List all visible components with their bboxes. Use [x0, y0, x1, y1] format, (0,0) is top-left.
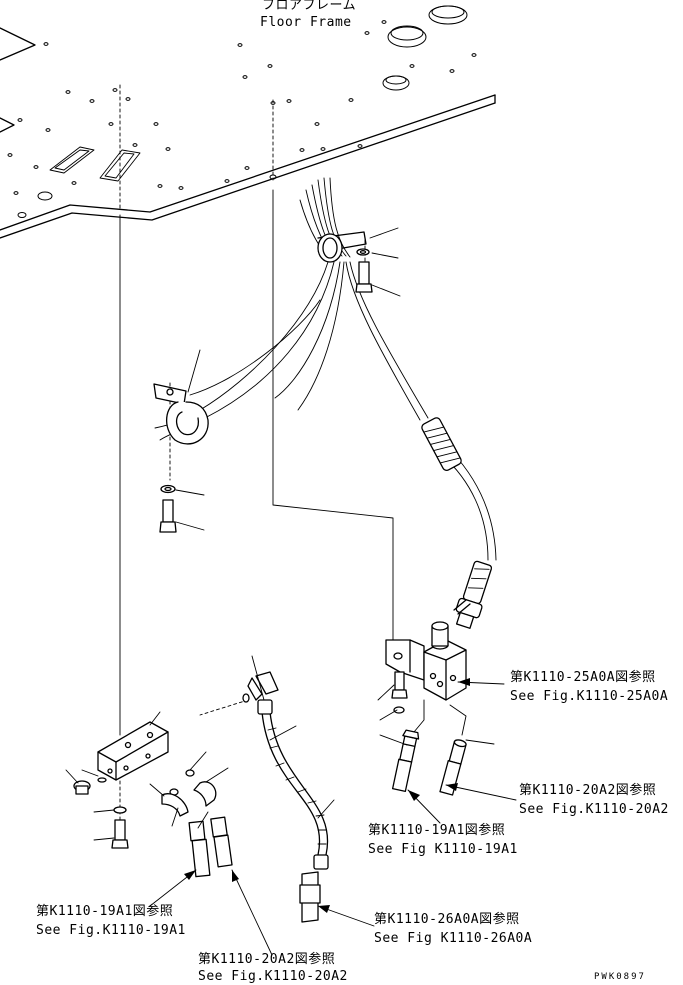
- reference-label-jp: 第K1110-20A2図参照: [198, 952, 336, 967]
- reference-arrows: [149, 678, 517, 956]
- right-hose-fittings: [391, 729, 467, 796]
- reference-label-en: See Fig.K1110-20A2: [519, 802, 669, 817]
- reference-label-en: See Fig.K1110-25A0A: [510, 689, 669, 704]
- valve-bracket-right: [385, 599, 471, 736]
- reference-label-jp: 第K1110-19A1図参照: [36, 904, 174, 919]
- reference-label-en: See Fig.K1110-19A1: [36, 923, 186, 938]
- mounting-reference-lines: [119, 84, 394, 831]
- drawing-code: PWK0897: [594, 972, 646, 982]
- valve-block-left: [73, 671, 279, 878]
- reference-label-jp: 第K1110-19A1図参照: [368, 823, 506, 838]
- harness-clamp-top: [317, 231, 373, 293]
- floor-frame-title-en: Floor Frame: [260, 15, 352, 30]
- center-hose: [257, 699, 329, 923]
- reference-label-en: See Fig K1110-26A0A: [374, 931, 533, 946]
- reference-label-en: See Fig.K1110-20A2: [198, 969, 348, 984]
- floor-frame-title-jp: フロアフレーム: [262, 0, 357, 13]
- harness-clamp-left: [153, 383, 209, 533]
- leader-lines: [65, 227, 495, 841]
- floor-frame: [0, 5, 496, 239]
- reference-label-en: See Fig K1110-19A1: [368, 842, 518, 857]
- reference-label-jp: 第K1110-25A0A図参照: [510, 670, 656, 685]
- wiring-harness: [154, 177, 497, 629]
- reference-label-jp: 第K1110-20A2図参照: [519, 783, 657, 798]
- reference-label-jp: 第K1110-26A0A図参照: [374, 912, 520, 927]
